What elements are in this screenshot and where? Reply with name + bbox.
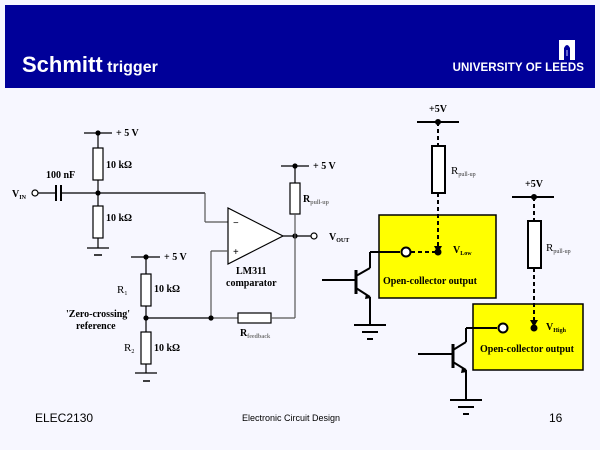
university-logo-text: UNIVERSITY OF LEEDS <box>452 62 584 74</box>
oc-low-v-label: VLow <box>453 245 472 257</box>
vout-terminal <box>310 232 318 240</box>
comparator-supply-label: + 5 V <box>313 161 337 172</box>
opamp-minus: − <box>233 218 239 229</box>
ref-label-line1: 'Zero-crossing' <box>66 309 130 320</box>
r1-value: 10 kΩ <box>154 284 180 295</box>
open-collector-box-high <box>472 303 584 371</box>
rpullup-label: Rpull-up <box>303 194 330 206</box>
vout-label: VOUT <box>329 232 349 244</box>
comparator-opamp <box>227 207 285 265</box>
feedback-resistor <box>237 312 272 324</box>
capacitor-value: 100 nF <box>46 170 75 181</box>
oc-low-supply: +5V <box>429 104 448 115</box>
comparator-desc: comparator <box>226 278 277 289</box>
vin-terminal <box>31 189 39 197</box>
vin-label: VIN <box>12 189 27 201</box>
opamp-plus: + <box>233 247 239 258</box>
title-rest: trigger <box>107 59 158 76</box>
oc-high-supply: +5V <box>525 179 544 190</box>
divider-r-top-value: 10 kΩ <box>106 160 132 171</box>
r1-label: R1 <box>117 284 127 297</box>
r1-resistor <box>140 273 152 307</box>
r2-value: 10 kΩ <box>154 343 180 354</box>
course-name: Electronic Circuit Design <box>242 413 341 423</box>
divider-resistor-top <box>92 147 104 181</box>
rfeedback-label: Rfeedback <box>240 328 271 340</box>
title-main: Schmitt <box>22 52 103 77</box>
divider-supply-label: + 5 V <box>116 128 140 139</box>
slide-header <box>5 5 595 88</box>
oc-high-v-label: VHigh <box>546 322 567 334</box>
oc-low-rpullup-label: Rpull-up <box>451 165 476 178</box>
oc-low-box-label: Open-collector output <box>383 276 478 287</box>
r2-resistor <box>140 331 152 365</box>
ref-label-line2: reference <box>76 321 116 332</box>
slide-title: Schmitt trigger <box>22 52 158 78</box>
university-tower-icon <box>559 40 575 60</box>
page-number: 16 <box>549 411 563 425</box>
oc-high-box-label: Open-collector output <box>480 344 575 355</box>
course-code: ELEC2130 <box>35 411 94 425</box>
pullup-resistor <box>289 182 301 215</box>
divider-r-bottom-value: 10 kΩ <box>106 213 132 224</box>
comparator-name: LM311 <box>236 266 267 277</box>
open-collector-low-diagram <box>322 119 497 340</box>
pullup-resistor-high <box>527 220 542 269</box>
open-collector-high-diagram <box>418 194 584 415</box>
divider-resistor-bottom <box>92 205 104 239</box>
pullup-resistor-low <box>431 145 446 194</box>
r2-label: R2 <box>124 342 134 355</box>
oc-high-rpullup-label: Rpull-up <box>546 242 571 255</box>
ref-supply-label: + 5 V <box>164 252 188 263</box>
